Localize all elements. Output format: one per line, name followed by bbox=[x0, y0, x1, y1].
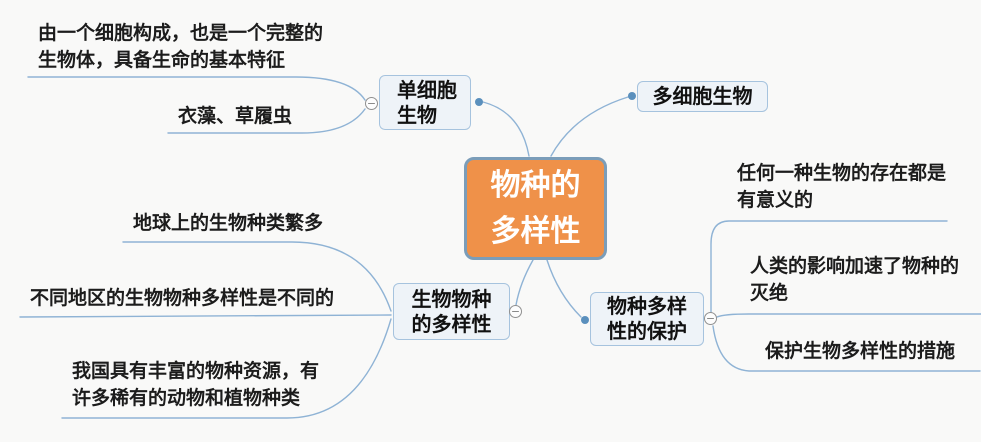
connection-dot bbox=[628, 92, 636, 100]
branch-line bbox=[167, 108, 366, 134]
minus-icon bbox=[368, 102, 375, 105]
topic-multicellular-label: 多细胞生物 bbox=[652, 84, 753, 108]
leaf-unicellular-examples[interactable]: 衣藻、草履虫 bbox=[178, 105, 293, 127]
branch-line bbox=[716, 313, 981, 318]
root-topic-label: 物种的 多样性 bbox=[490, 167, 581, 249]
minus-icon bbox=[512, 310, 519, 313]
leaf-human-impact[interactable]: 人类的影响加速了物种的 灭绝 bbox=[750, 255, 960, 304]
topic-protection-label: 物种多样 性的保护 bbox=[607, 294, 687, 343]
minus-icon bbox=[707, 317, 714, 320]
branch-line bbox=[61, 318, 392, 419]
connection-dot bbox=[581, 316, 589, 324]
topic-unicellular[interactable]: 单细胞 生物 bbox=[379, 75, 471, 130]
branch-line bbox=[19, 314, 392, 318]
root-topic[interactable]: 物种的 多样性 bbox=[464, 157, 607, 260]
branch-line bbox=[515, 259, 534, 306]
topic-species-diversity[interactable]: 生物物种 的多样性 bbox=[393, 283, 510, 340]
topic-unicellular-label: 单细胞 生物 bbox=[397, 77, 457, 127]
collapse-button[interactable] bbox=[509, 305, 522, 318]
branch-line bbox=[710, 220, 948, 313]
branch-line bbox=[712, 325, 981, 372]
branch-line bbox=[546, 259, 582, 318]
topic-protection[interactable]: 物种多样 性的保护 bbox=[590, 292, 704, 346]
leaf-unicellular-definition[interactable]: 由一个细胞构成，也是一个完整的 生物体，具备生命的基本特征 bbox=[38, 22, 324, 71]
leaf-existence-meaning[interactable]: 任何一种生物的存在都是 有意义的 bbox=[737, 162, 947, 211]
topic-multicellular[interactable]: 多细胞生物 bbox=[637, 81, 768, 112]
leaf-regional-difference[interactable]: 不同地区的生物物种多样性是不同的 bbox=[30, 287, 335, 309]
collapse-button[interactable] bbox=[704, 312, 717, 325]
branch-line bbox=[122, 241, 392, 312]
branch-line bbox=[550, 96, 629, 157]
leaf-earth-species[interactable]: 地球上的生物种类繁多 bbox=[133, 212, 324, 234]
topic-species-diversity-label: 生物物种 的多样性 bbox=[411, 286, 492, 336]
collapse-button[interactable] bbox=[365, 97, 378, 110]
branch-line bbox=[27, 76, 366, 101]
leaf-china-resources[interactable]: 我国具有丰富的物种资源，有 许多稀有的动物和植物种类 bbox=[72, 360, 320, 409]
branch-line bbox=[482, 101, 530, 157]
leaf-protection-measures[interactable]: 保护生物多样性的措施 bbox=[765, 340, 956, 362]
connection-dot bbox=[475, 98, 483, 106]
